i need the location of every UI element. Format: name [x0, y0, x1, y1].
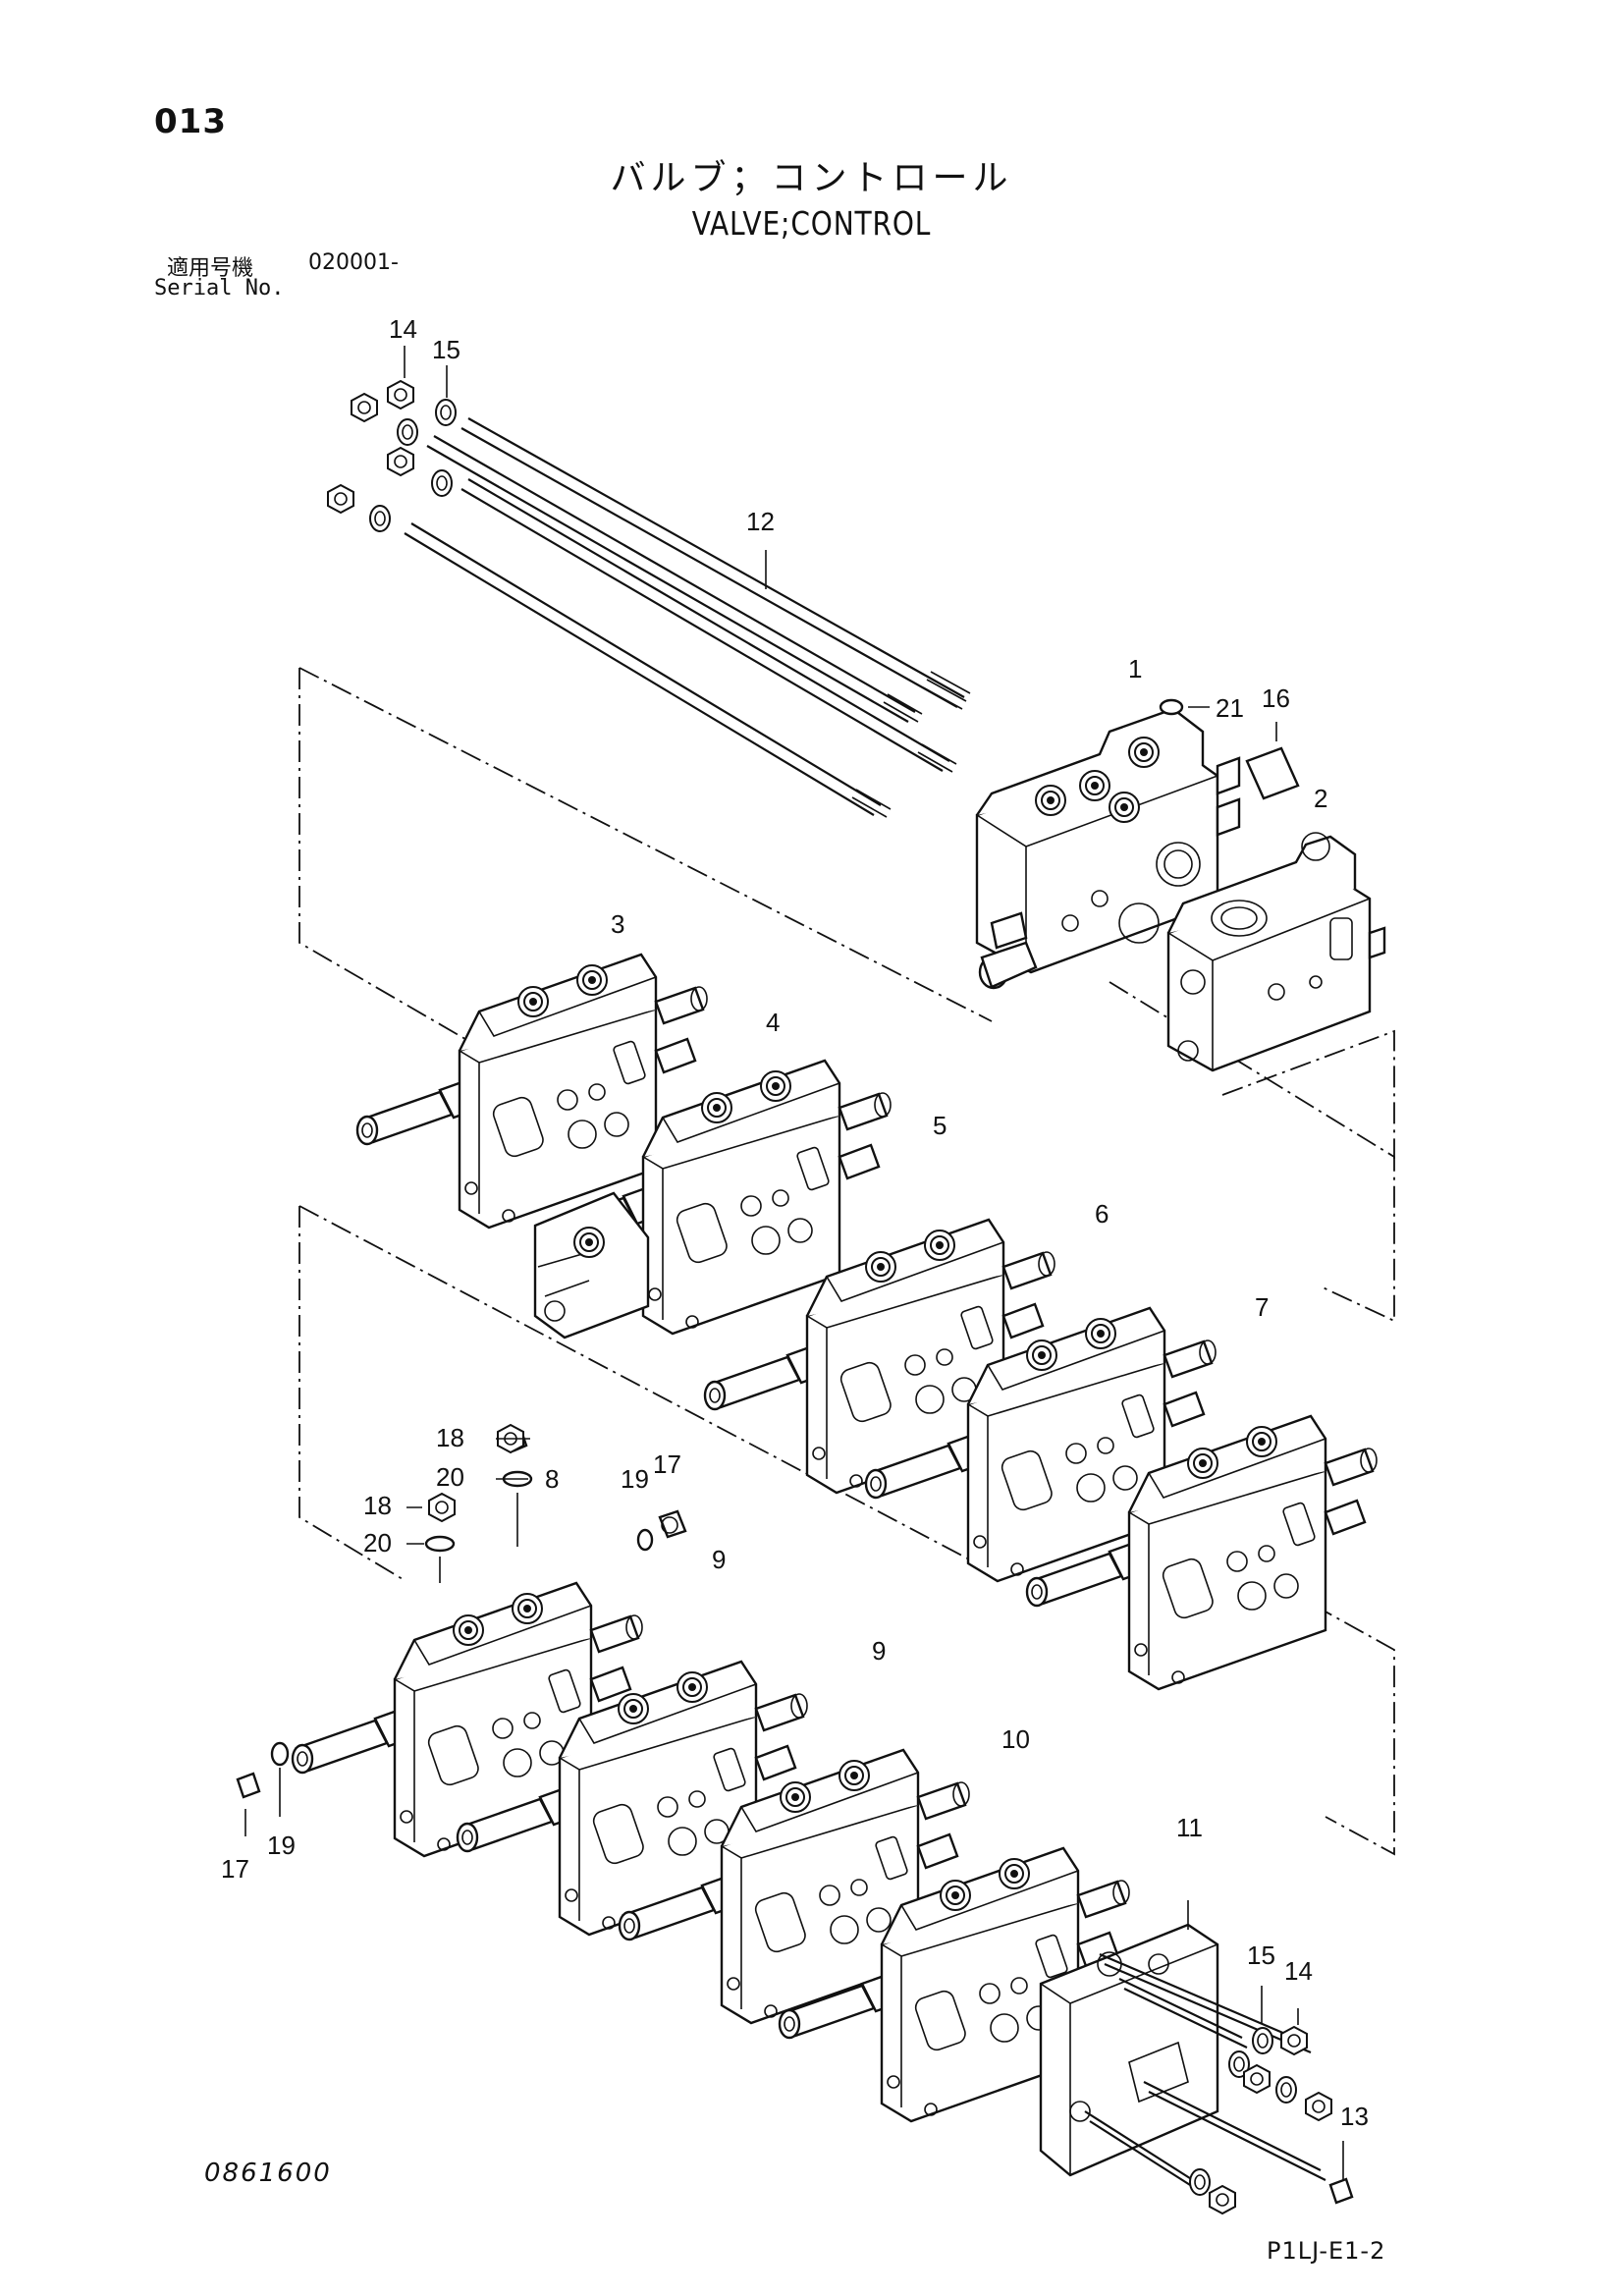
callout-14-top: 14: [389, 314, 417, 344]
callout-1: 1: [1128, 654, 1142, 683]
callout-14-bottom: 14: [1284, 1956, 1313, 1986]
callout-8: 8: [545, 1464, 559, 1494]
serial-label-japanese: 適用号機: [167, 256, 254, 281]
callout-11: 11: [1176, 1813, 1203, 1842]
callout-16: 16: [1262, 683, 1290, 713]
callout-13: 13: [1340, 2102, 1369, 2131]
callout-19-left: 19: [267, 1831, 296, 1860]
callout-7: 7: [1255, 1292, 1269, 1322]
inlet-housing: [975, 707, 1241, 990]
callout-21: 21: [1216, 693, 1244, 723]
callout-15-top: 15: [432, 335, 460, 364]
drawing-number: 0861600: [204, 2159, 332, 2188]
callout-3: 3: [611, 909, 624, 939]
callout-4: 4: [766, 1008, 780, 1037]
title-english: VALVE;CONTROL: [691, 204, 932, 243]
callout-18-lower: 18: [363, 1491, 392, 1520]
tie-rods: [327, 346, 971, 818]
callout-15-bottom: 15: [1247, 1941, 1275, 1970]
valve-section-4: [533, 1061, 891, 1339]
title-japanese: バルブ；コントロール: [610, 158, 1013, 198]
callout-6: 6: [1095, 1199, 1109, 1229]
page-number: 013: [154, 102, 227, 141]
callout-19-right: 19: [621, 1464, 649, 1494]
callout-9-upper: 9: [712, 1545, 726, 1574]
serial-value: 020001-: [308, 250, 399, 275]
outlet-housing: [1166, 832, 1386, 1072]
nameplate: [1245, 722, 1300, 800]
callout-17-left: 17: [221, 1854, 249, 1884]
plate-code: P1LJ-E1-2: [1267, 2237, 1386, 2265]
serial-label-english: Serial No.: [154, 276, 285, 301]
assembly-outline-upper: [298, 667, 1395, 1323]
callout-10: 10: [1001, 1724, 1030, 1754]
callout-17-right: 17: [653, 1449, 681, 1479]
callout-9-lower: 9: [872, 1636, 886, 1666]
plugs-and-seals: [236, 1424, 687, 1836]
callout-5: 5: [933, 1111, 947, 1140]
o-ring-21: [1159, 698, 1210, 716]
callout-2: 2: [1314, 784, 1327, 813]
callout-20-lower: 20: [363, 1528, 392, 1558]
callout-20-upper: 20: [436, 1462, 464, 1492]
callout-18-upper: 18: [436, 1423, 464, 1452]
part-callouts: 1 2 3 4 5 6 7 8 9 9 10 11 12 13 14 14 15…: [221, 314, 1369, 2131]
callout-12: 12: [746, 507, 775, 536]
end-plate: [1039, 1900, 1354, 2214]
